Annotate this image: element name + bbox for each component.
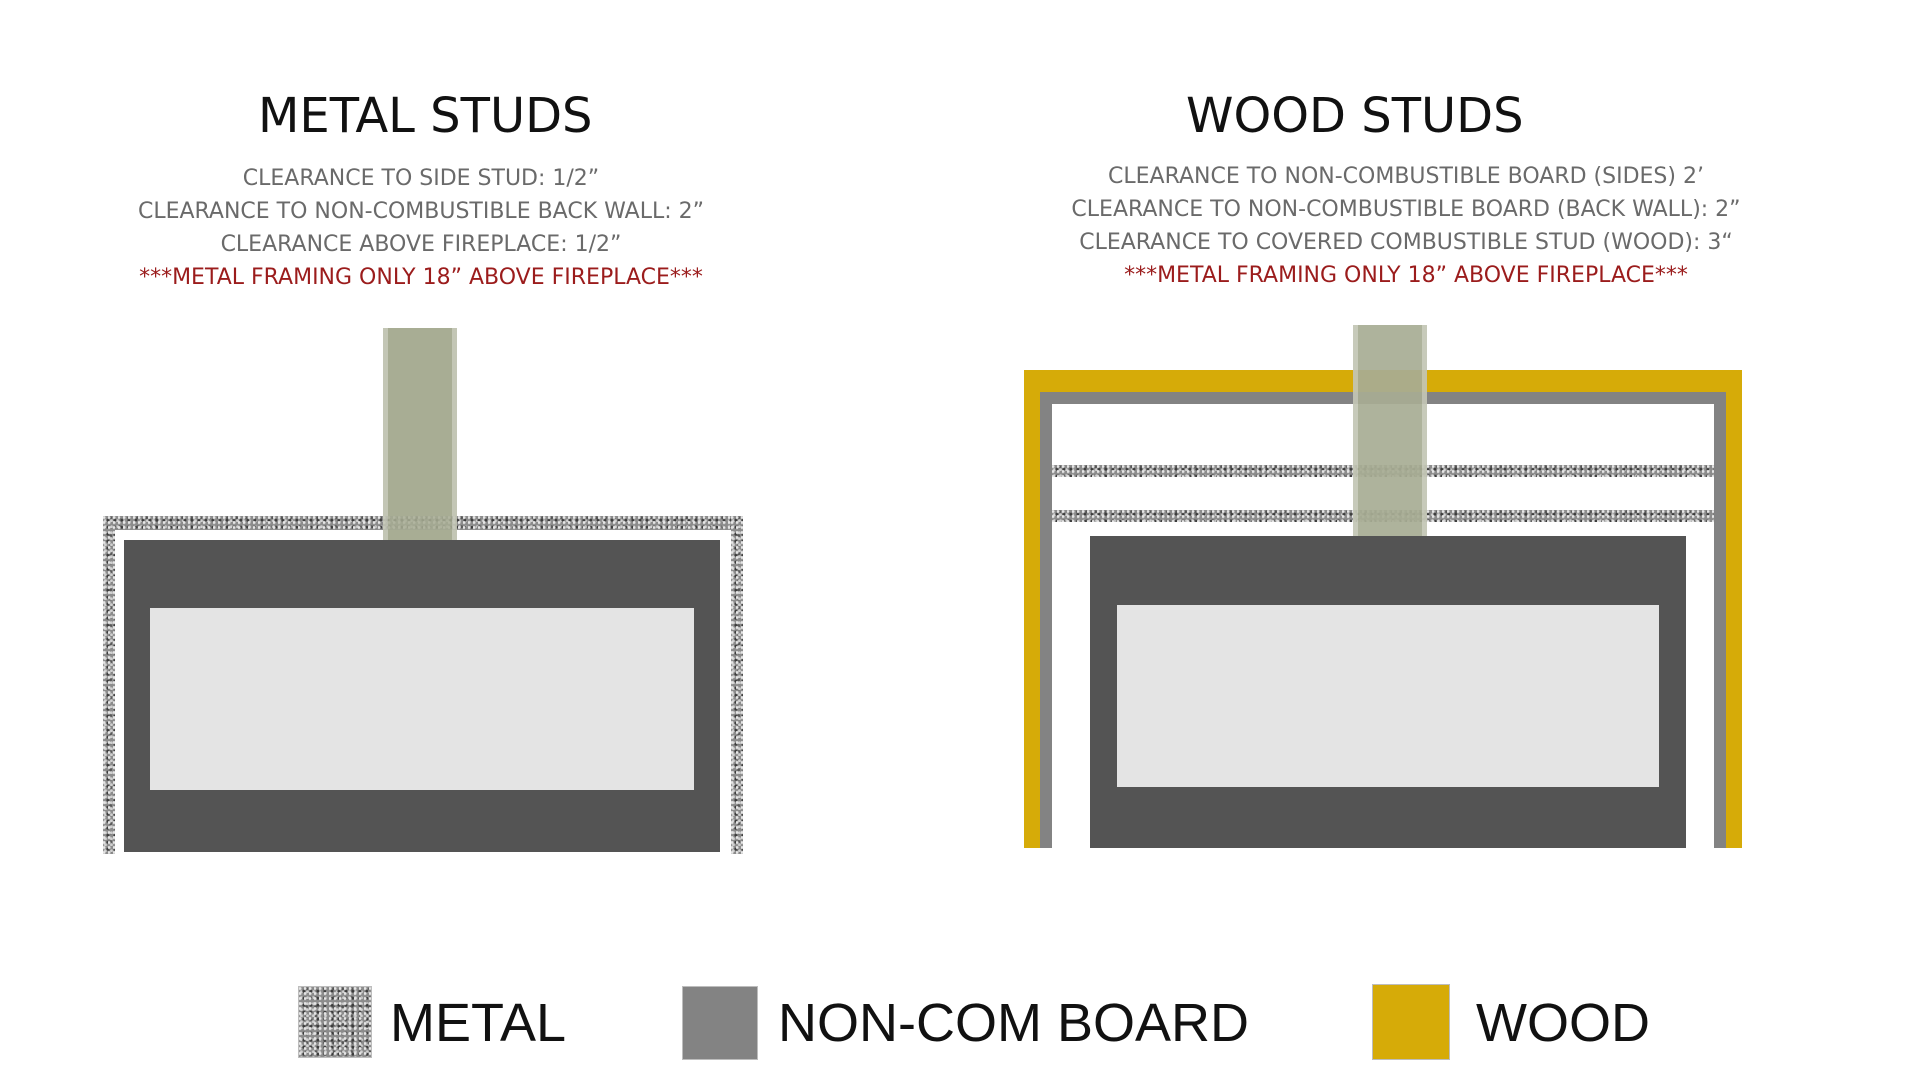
wood-studs-title: WOOD STUDS [1186,88,1524,144]
metal-note-side-stud: CLEARANCE TO SIDE STUD: 1/2” [242,166,600,191]
metal-frame-left [103,516,115,854]
metal-studs-notes: CLEARANCE TO SIDE STUD: 1/2” CLEARANCE T… [110,162,732,294]
legend-label-wood: WOOD [1476,993,1650,1053]
wood-note-back-wall: CLEARANCE TO NON-COMBUSTIBLE BOARD (BACK… [1071,197,1741,222]
wood-panel-stud [1353,325,1427,536]
metal-panel-fireplace-glass [150,608,694,790]
wood-warning: ***METAL FRAMING ONLY 18” ABOVE FIREPLAC… [1124,263,1688,288]
metal-note-above-fireplace: CLEARANCE ABOVE FIREPLACE: 1/2” [220,232,622,257]
metal-studs-title: METAL STUDS [258,88,593,144]
wood-panel-board-right [1714,392,1726,848]
wood-panel-board-left [1040,392,1052,848]
wood-frame-left [1024,370,1040,848]
wood-studs-notes: CLEARANCE TO NON-COMBUSTIBLE BOARD (SIDE… [1042,160,1770,292]
legend-swatch-metal [298,986,372,1058]
legend-label-metal: METAL [390,993,567,1053]
legend-label-non-com-board: NON-COM BOARD [778,993,1249,1053]
metal-note-back-wall: CLEARANCE TO NON-COMBUSTIBLE BACK WALL: … [137,199,705,224]
metal-panel-stud [383,328,457,540]
wood-note-sides: CLEARANCE TO NON-COMBUSTIBLE BOARD (SIDE… [1108,164,1704,189]
metal-frame-right [731,516,743,854]
wood-note-covered-stud: CLEARANCE TO COVERED COMBUSTIBLE STUD (W… [1079,230,1733,255]
legend-swatch-non-com-board [682,986,758,1060]
wood-frame-right [1726,370,1742,848]
wood-panel-fireplace-glass [1117,605,1659,787]
legend-swatch-wood [1372,984,1450,1060]
metal-panel-stud-overlap [383,516,457,540]
metal-warning: ***METAL FRAMING ONLY 18” ABOVE FIREPLAC… [139,265,703,290]
